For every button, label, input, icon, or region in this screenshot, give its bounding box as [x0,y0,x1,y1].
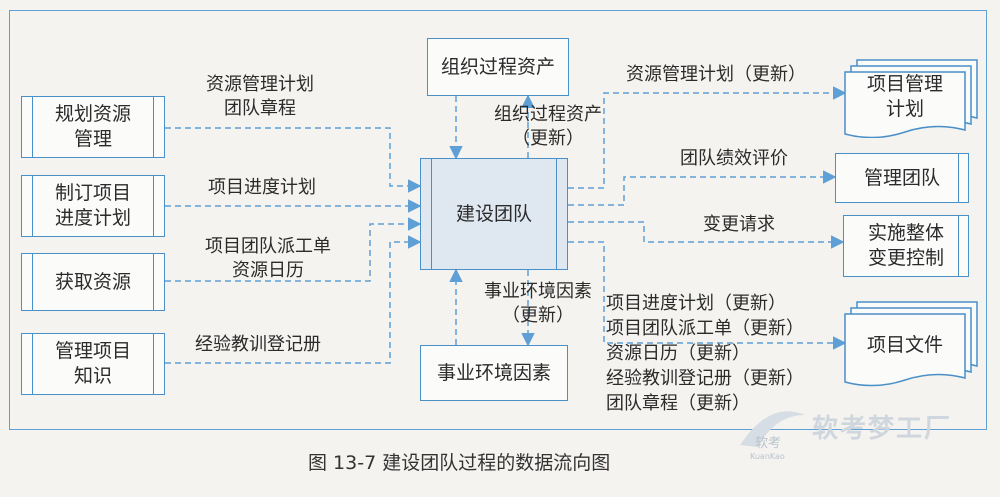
arrow-in1 [165,127,422,193]
box-enterprise-environmental-factors: 事业环境因素 [420,345,568,401]
arrow-out3 [568,221,845,249]
center-develop-team: 建设团队 [420,158,568,270]
svg-text:KuanKao: KuanKao [750,452,785,461]
watermark-brand: 软考梦工厂 [812,414,953,444]
box-organizational-process-assets: 组织过程资产 [427,38,569,96]
output-perform-integrated-change-control: 实施整体变更控制 [843,215,969,277]
flow-label-out4: 项目进度计划（更新） 项目团队派工单（更新） 资源日历（更新） 经验教训登记册（… [606,293,804,414]
flow-label-in1: 资源管理计划团队章程 [206,74,314,119]
arrow-in3 [165,217,422,282]
input-develop-schedule: 制订项目进度计划 [21,175,165,237]
input-plan-resource-management: 规划资源管理 [21,96,165,158]
flow-label-out1: 资源管理计划（更新） [626,64,806,85]
arrow-out2 [568,170,837,206]
flow-label-out3: 变更请求 [703,214,775,235]
input-acquire-resources: 获取资源 [21,253,165,311]
output-pm-plan-label: 项目管理计划 [866,73,943,120]
arrow-out1 [568,86,847,189]
output-manage-team: 管理团队 [835,153,969,203]
arrow-in4 [165,235,422,364]
flow-label-top-update: 组织过程资产（更新） [494,104,602,149]
figure-caption: 图 13-7 建设团队过程的数据流向图 [308,452,611,474]
output-project-documents-label: 项目文件 [866,334,943,356]
flow-label-in2: 项目进度计划 [208,177,316,198]
doc-stack-project-documents [844,301,978,387]
flow-label-in3: 项目团队派工单资源日历 [205,236,331,281]
flow-label-bottom-update: 事业环境因素（更新） [484,281,592,326]
flow-label-out2: 团队绩效评价 [680,148,788,169]
input-manage-project-knowledge: 管理项目知识 [21,333,165,395]
flow-label-in4: 经验教训登记册 [195,334,321,355]
watermark-logo: 软考 KuanKao [740,411,805,461]
diagram-frame [9,10,987,430]
svg-text:软考: 软考 [755,436,781,451]
doc-stack-pm-plan [844,59,978,138]
